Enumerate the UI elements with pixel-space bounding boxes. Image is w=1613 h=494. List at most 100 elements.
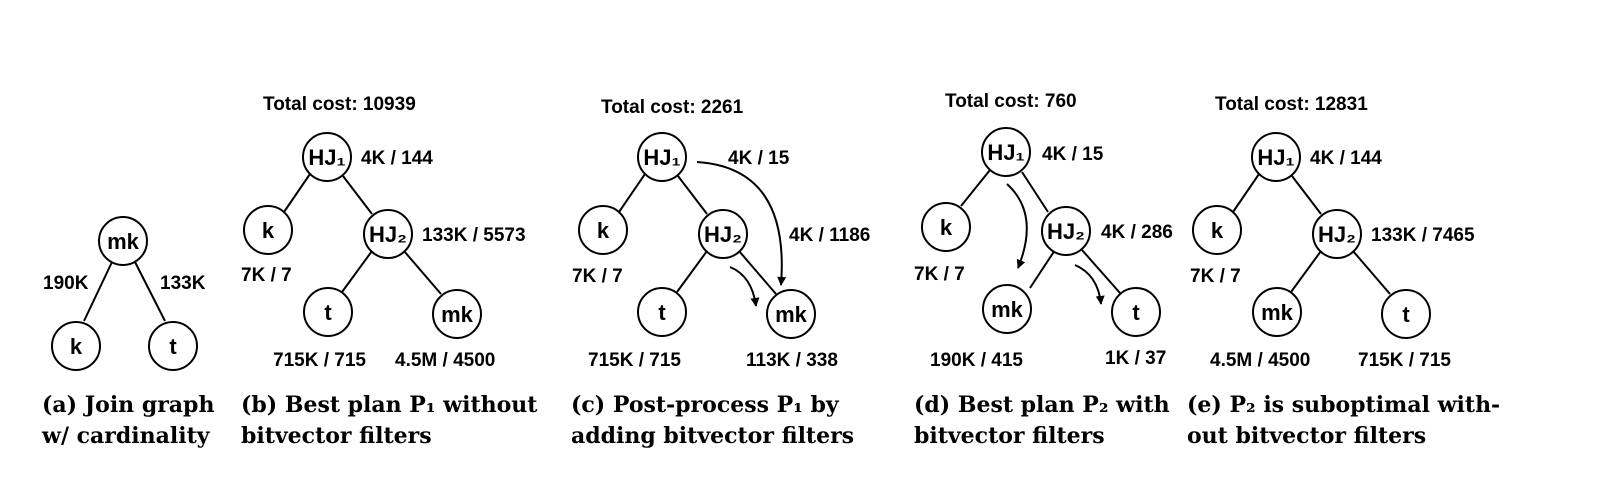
node-hj1 xyxy=(637,132,687,182)
edge-hj2-mk xyxy=(403,250,442,295)
hj1-cost-label: 4K / 15 xyxy=(728,148,790,169)
edge-mk-t xyxy=(134,261,166,322)
caption-c-line1: (c) Post-process P₁ by xyxy=(571,392,839,418)
node-hj2 xyxy=(363,209,413,259)
panel-d-best-plan-p2: Total cost: 760 HJ₁ HJ₂ k mk t 4K / 15 4… xyxy=(914,91,1173,371)
node-hj1 xyxy=(981,127,1031,177)
edge-label-left: 190K xyxy=(43,273,89,294)
caption-e: (e) P₂ is suboptimal with- out bitvector… xyxy=(1187,390,1500,452)
edge-hj2-mk xyxy=(1290,250,1322,293)
node-hj2-label: HJ₂ xyxy=(1047,219,1085,244)
node-mk-label: mk xyxy=(107,229,140,254)
edge-hj2-t xyxy=(1352,250,1391,295)
edge-hj1-k xyxy=(283,173,311,213)
node-hj1-label: HJ₁ xyxy=(987,140,1024,165)
caption-b-line1: (b) Best plan P₁ without xyxy=(241,392,538,418)
edge-hj2-t xyxy=(676,250,708,293)
k-cost-label: 7K / 7 xyxy=(1190,266,1241,287)
node-hj1 xyxy=(1251,132,1301,182)
node-mk xyxy=(98,216,148,266)
node-hj1-label: HJ₁ xyxy=(308,145,345,170)
edge-label-right: 133K xyxy=(160,273,206,294)
bitvector-arrow-hj1-to-mk xyxy=(1006,183,1028,269)
node-t xyxy=(1381,289,1431,339)
caption-a: (a) Join graph w/ cardinality xyxy=(42,390,214,452)
edge-hj1-k xyxy=(618,173,646,213)
bitvector-arrow-hj2-to-mk xyxy=(729,266,760,307)
node-hj2-label: HJ₂ xyxy=(704,222,742,247)
caption-e-line2: out bitvector filters xyxy=(1187,423,1427,449)
k-cost-label: 7K / 7 xyxy=(241,265,292,286)
node-k-label: k xyxy=(597,218,610,243)
node-mk xyxy=(1252,287,1302,337)
t-cost-label: 715K / 715 xyxy=(273,350,366,371)
edge-hj1-hj2 xyxy=(677,175,708,215)
caption-d: (d) Best plan P₂ with bitvector filters xyxy=(914,390,1170,452)
node-hj1-label: HJ₁ xyxy=(643,145,680,170)
caption-b-line2: bitvector filters xyxy=(241,423,432,449)
node-mk xyxy=(432,289,482,339)
mk-cost-label: 113K / 338 xyxy=(746,350,838,371)
total-cost-title: Total cost: 2261 xyxy=(601,97,744,118)
node-hj2 xyxy=(1041,206,1091,256)
node-t xyxy=(303,287,353,337)
node-t-label: t xyxy=(324,300,332,325)
edge-hj2-mk xyxy=(738,250,777,295)
bitvector-arrow-hj2-to-t xyxy=(1074,264,1105,305)
node-k-label: k xyxy=(70,334,83,359)
node-k-label: k xyxy=(940,215,953,240)
node-mk-label: mk xyxy=(991,297,1024,322)
node-k xyxy=(51,321,101,371)
bitvector-arrow-hj1-to-mk xyxy=(696,161,787,286)
node-mk xyxy=(982,284,1032,334)
panel-e-p2-suboptimal: Total cost: 12831 HJ₁ HJ₂ k mk t 4K / 14… xyxy=(1190,94,1475,371)
edge-hj1-hj2 xyxy=(342,175,373,215)
edge-hj1-hj2 xyxy=(1291,175,1322,215)
panel-c-post-process: Total cost: 2261 HJ₁ HJ₂ k t mk 4K / 15 … xyxy=(572,97,870,371)
k-cost-label: 7K / 7 xyxy=(572,266,623,287)
node-hj2 xyxy=(698,209,748,259)
hj1-cost-label: 4K / 144 xyxy=(361,148,433,169)
node-mk-label: mk xyxy=(1261,300,1294,325)
node-t xyxy=(637,287,687,337)
edge-hj1-k xyxy=(1232,173,1260,213)
total-cost-title: Total cost: 760 xyxy=(945,91,1077,112)
mk-cost-label: 4.5M / 4500 xyxy=(395,350,495,371)
node-t-label: t xyxy=(169,334,177,359)
panel-b-best-plan-p1: Total cost: 10939 HJ₁ HJ₂ k t mk 4K / 14… xyxy=(241,94,526,371)
edge-hj1-hj2 xyxy=(1021,171,1049,213)
node-k-label: k xyxy=(262,218,275,243)
node-hj2-label: HJ₂ xyxy=(1318,222,1356,247)
hj1-cost-label: 4K / 15 xyxy=(1042,144,1104,165)
panel-a-join-graph: mk k t 190K 133K xyxy=(43,216,206,371)
node-k xyxy=(243,205,293,255)
total-cost-title: Total cost: 12831 xyxy=(1215,94,1368,115)
caption-c: (c) Post-process P₁ by adding bitvector … xyxy=(571,390,854,452)
node-k-label: k xyxy=(1211,218,1224,243)
edge-hj2-mk xyxy=(1029,249,1056,289)
node-t-label: t xyxy=(1132,300,1140,325)
node-k xyxy=(578,205,628,255)
node-k xyxy=(1192,205,1242,255)
caption-e-line1: (e) P₂ is suboptimal with- xyxy=(1187,392,1501,418)
hj2-cost-label: 4K / 286 xyxy=(1101,222,1173,243)
node-t-label: t xyxy=(1402,302,1410,327)
node-mk-label: mk xyxy=(775,302,808,327)
node-t xyxy=(148,321,198,371)
node-t-label: t xyxy=(658,300,666,325)
node-hj2 xyxy=(1312,209,1362,259)
caption-b: (b) Best plan P₁ without bitvector filte… xyxy=(241,390,537,452)
total-cost-title: Total cost: 10939 xyxy=(263,94,416,115)
caption-d-line2: bitvector filters xyxy=(914,423,1105,449)
edge-mk-k xyxy=(83,261,113,322)
hj2-cost-label: 133K / 5573 xyxy=(422,225,526,246)
node-hj1 xyxy=(302,132,352,182)
t-cost-label: 715K / 715 xyxy=(1358,350,1451,371)
edge-hj2-t xyxy=(1081,249,1121,294)
node-t xyxy=(1111,287,1161,337)
hj1-cost-label: 4K / 144 xyxy=(1310,148,1382,169)
node-mk-label: mk xyxy=(441,302,474,327)
t-cost-label: 715K / 715 xyxy=(588,350,681,371)
mk-cost-label: 4.5M / 4500 xyxy=(1210,350,1310,371)
